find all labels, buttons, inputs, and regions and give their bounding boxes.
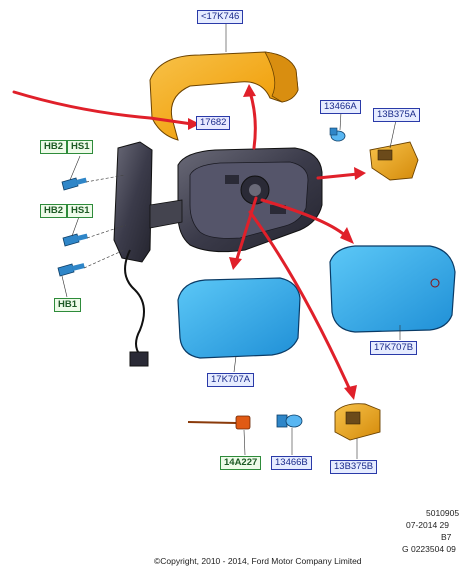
lamp-top-icon xyxy=(369,141,419,181)
mirror-cover-icon xyxy=(149,51,299,141)
screw-middle-icon xyxy=(62,233,88,247)
mirror-housing-icon xyxy=(177,147,323,253)
label-hb2-top: HB2 xyxy=(40,140,68,154)
label-hidden-part: 17682 xyxy=(196,116,231,130)
bulb-bottom-icon xyxy=(276,414,303,428)
mirror-base-icon xyxy=(113,141,183,263)
footer-copyright: ©Copyright, 2010 - 2014, Ford Motor Comp… xyxy=(154,556,362,566)
label-bulb-bottom: 13466B xyxy=(271,456,312,470)
label-lamp-top: 13B375A xyxy=(373,108,421,122)
bulb-top-icon xyxy=(329,127,346,142)
footer-code-2: 07-2014 29 xyxy=(406,520,450,530)
footer-code-3: B7 xyxy=(441,532,452,542)
label-wire: 14A227 xyxy=(220,456,262,470)
screw-bottom-icon xyxy=(57,263,85,277)
red-arrowheads xyxy=(188,84,366,400)
label-hb1: HB1 xyxy=(54,298,82,312)
label-bulb-top: 13466A xyxy=(320,100,361,114)
label-hs1-top: HS1 xyxy=(67,140,94,154)
mirror-glass-right-icon xyxy=(329,245,456,333)
footer-code-4: G 0223504 09 xyxy=(402,544,456,554)
label-glass-left: 17K707A xyxy=(207,373,255,387)
label-hb2-mid: HB2 xyxy=(40,204,68,218)
mirror-glass-left-icon xyxy=(177,277,301,359)
footer-code-1: 5010905 xyxy=(426,508,460,518)
label-cover: <17K746 xyxy=(197,10,244,24)
screw-top-icon xyxy=(61,177,87,191)
label-lamp-bottom: 13B375B xyxy=(330,460,378,474)
label-glass-right: 17K707B xyxy=(370,341,418,355)
lamp-bottom-icon xyxy=(334,403,381,441)
wire-bottom-icon xyxy=(187,415,251,430)
wire-harness-icon xyxy=(124,249,149,367)
label-hs1-mid: HS1 xyxy=(67,204,94,218)
screw-leaders xyxy=(83,174,127,269)
